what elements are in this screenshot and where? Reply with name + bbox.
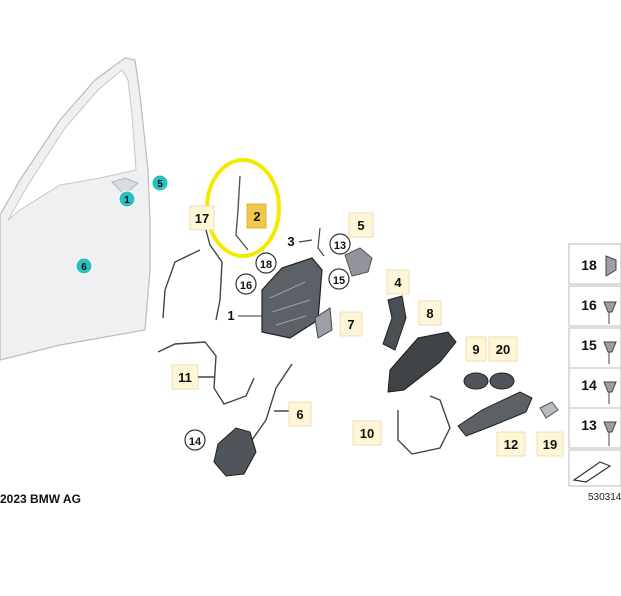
teal-marker-6-label: 6 <box>81 262 87 273</box>
teal-marker-5-label: 5 <box>157 179 163 190</box>
callout-box-20[interactable] <box>488 336 518 362</box>
rod-part-2 <box>235 175 249 251</box>
legend-label-13[interactable]: 13 <box>581 417 597 433</box>
callout-label-8: 8 <box>426 306 433 321</box>
callout-label-6: 6 <box>296 407 303 422</box>
circle-label-14: 14 <box>189 436 202 448</box>
callout-box-9[interactable] <box>465 336 487 362</box>
gasket-part-9 <box>463 372 489 390</box>
callout-box-4[interactable] <box>386 269 410 295</box>
door-panel <box>0 57 151 361</box>
legend-column <box>568 243 621 487</box>
rod-part-3 <box>298 227 325 257</box>
arrow-icon <box>572 461 612 483</box>
circle-callout-14[interactable] <box>184 429 206 451</box>
cover-part-4 <box>382 295 407 351</box>
bracket-part-7 <box>314 307 333 339</box>
screw-icon <box>603 301 617 324</box>
circle-label-16: 16 <box>240 280 252 292</box>
circle-callout-13[interactable] <box>329 233 351 255</box>
circle-label-18: 18 <box>260 259 272 271</box>
handle-carrier-part-8 <box>387 331 457 393</box>
bolt-icon-3 <box>603 421 617 446</box>
callout-label-7: 7 <box>347 317 354 332</box>
callout-label-1[interactable]: 1 <box>227 308 234 323</box>
callout-label-2: 2 <box>253 209 260 224</box>
striker-part-5 <box>344 247 373 277</box>
cable-part-17 <box>162 229 223 321</box>
callout-box-10[interactable] <box>352 420 382 446</box>
door-handle-part-12 <box>457 391 533 437</box>
legend-label-14[interactable]: 14 <box>581 377 597 393</box>
teal-marker-1[interactable] <box>118 190 136 208</box>
highlight-ring <box>205 158 281 258</box>
callout-box-8[interactable] <box>418 300 442 326</box>
callout-label-10: 10 <box>360 426 374 441</box>
cable-part-10 <box>397 395 451 455</box>
legend-label-18[interactable]: 18 <box>581 257 597 273</box>
teal-marker-5[interactable] <box>151 174 169 192</box>
callout-box-12[interactable] <box>496 431 526 457</box>
callout-box-19[interactable] <box>536 431 564 457</box>
callout-label-19: 19 <box>543 437 557 452</box>
teal-marker-6[interactable] <box>75 257 93 275</box>
copyright: 2023 BMW AG <box>0 492 81 506</box>
cap-part-19 <box>539 401 559 419</box>
callout-box-5[interactable] <box>348 212 374 238</box>
callout-box-2[interactable] <box>246 203 267 229</box>
circle-callout-18[interactable] <box>255 252 277 274</box>
callout-label-3[interactable]: 3 <box>287 234 294 249</box>
callout-label-20: 20 <box>496 342 510 357</box>
callout-label-4: 4 <box>394 275 402 290</box>
circle-label-13: 13 <box>334 240 346 252</box>
callout-box-11[interactable] <box>171 364 199 390</box>
callout-box-17[interactable] <box>189 205 215 231</box>
callout-box-6[interactable] <box>288 401 312 427</box>
nut-icon <box>605 255 617 277</box>
legend-label-15[interactable]: 15 <box>581 337 597 353</box>
callout-label-11: 11 <box>178 370 192 385</box>
circle-callout-15[interactable] <box>328 268 350 290</box>
lock-actuator-part-14 <box>213 427 257 477</box>
door-lock-part-1 <box>261 257 323 339</box>
circle-label-15: 15 <box>333 275 345 287</box>
bolt-icon-2 <box>603 381 617 404</box>
circle-callout-16[interactable] <box>235 273 257 295</box>
cable-part-11 <box>157 341 255 405</box>
callout-box-7[interactable] <box>339 311 363 337</box>
callout-label-17: 17 <box>195 211 209 226</box>
cable-part-6 <box>251 363 293 441</box>
callout-label-9: 9 <box>472 342 479 357</box>
teal-marker-1-label: 1 <box>124 195 130 206</box>
bolt-icon <box>603 341 617 364</box>
callout-label-5: 5 <box>357 218 364 233</box>
diagram-id: 530314 <box>588 492 621 503</box>
legend-label-16[interactable]: 16 <box>581 297 597 313</box>
callout-label-12: 12 <box>504 437 518 452</box>
gasket-part-20 <box>489 372 515 390</box>
